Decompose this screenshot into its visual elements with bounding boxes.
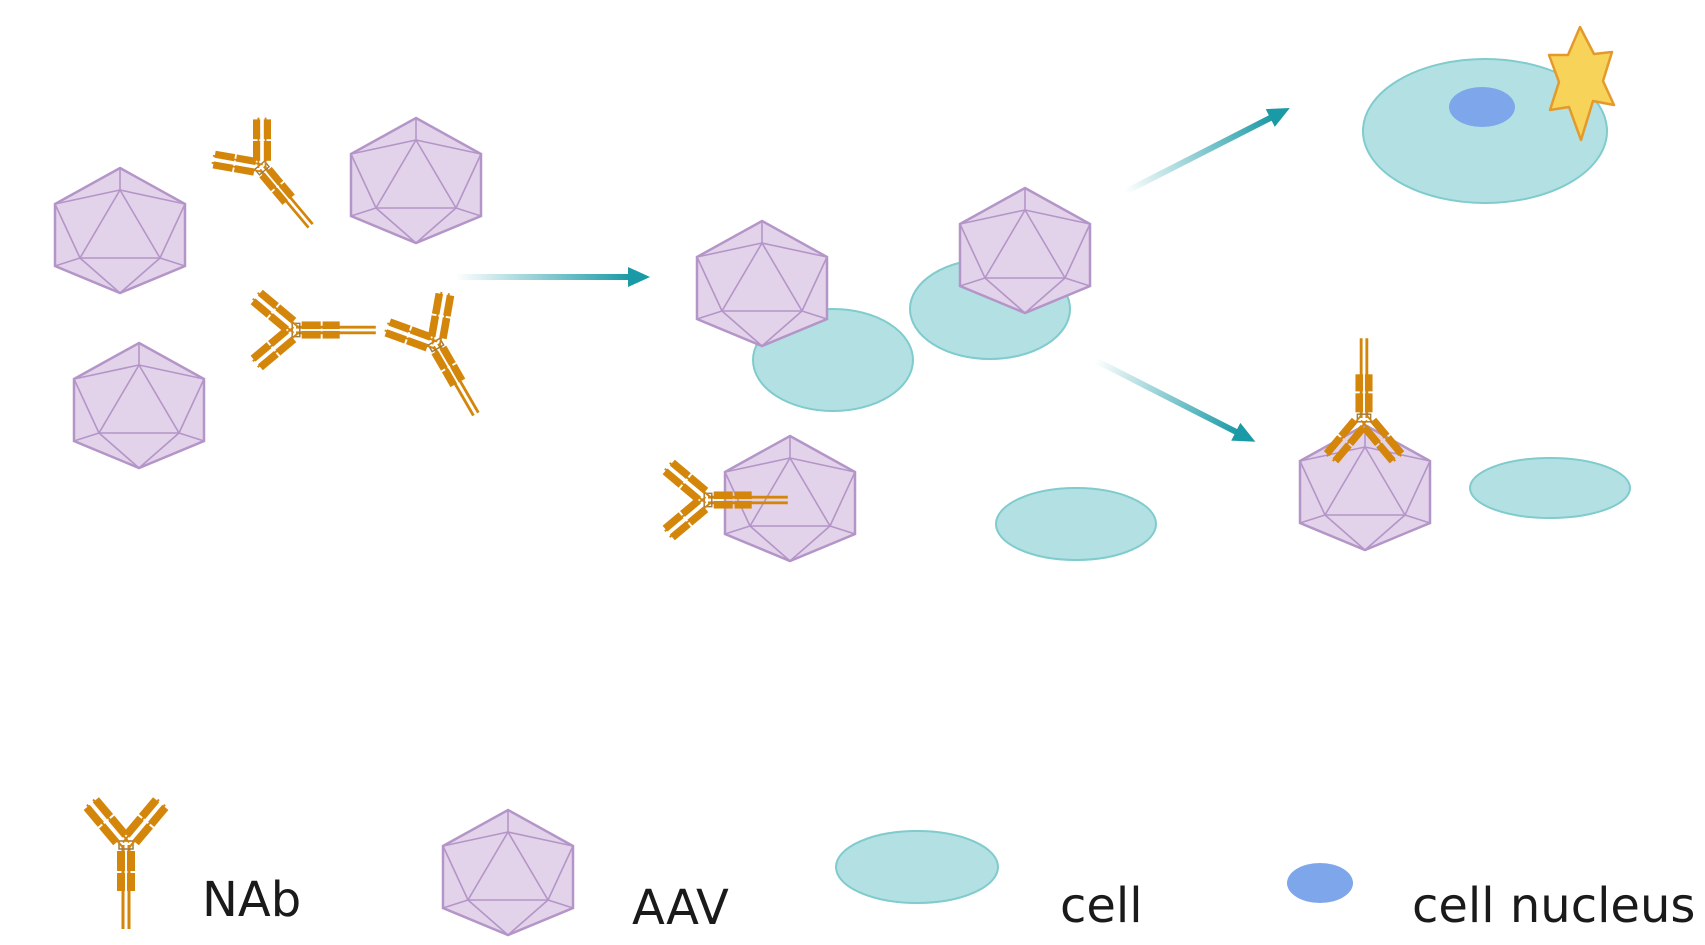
aav-capsid-icon bbox=[958, 186, 1092, 315]
aav-capsid-icon bbox=[695, 219, 829, 348]
aav-capsid-icon bbox=[1298, 423, 1432, 552]
legend-label-aav: AAV bbox=[632, 880, 729, 936]
nucleus-icon bbox=[1449, 87, 1515, 127]
aav-capsid-icon bbox=[349, 116, 483, 245]
cell-icon bbox=[835, 830, 999, 904]
antibody-icon bbox=[247, 287, 378, 373]
legend: NAb AAV cell cell nucleus bbox=[80, 794, 1695, 937]
antibody-icon bbox=[202, 107, 343, 253]
aav-capsid-icon bbox=[53, 166, 187, 295]
cell-icon bbox=[1362, 58, 1608, 204]
cell-icon bbox=[752, 308, 914, 412]
legend-label-cell: cell bbox=[1060, 878, 1143, 934]
cell-icon bbox=[995, 487, 1157, 561]
legend-label-nucleus: cell nucleus bbox=[1412, 878, 1695, 934]
expression-star-icon bbox=[1547, 25, 1616, 142]
aav-capsid-icon bbox=[72, 341, 206, 470]
arrow-icon bbox=[1093, 357, 1256, 442]
antibody-icon bbox=[80, 794, 172, 931]
cell-icon bbox=[1469, 457, 1631, 519]
arrow-icon bbox=[1123, 108, 1290, 195]
legend-label-nab: NAb bbox=[202, 872, 301, 928]
aav-capsid-icon bbox=[441, 808, 575, 937]
antibody-icon bbox=[375, 282, 514, 437]
arrow-icon bbox=[455, 267, 650, 287]
nucleus-icon bbox=[1287, 863, 1353, 903]
